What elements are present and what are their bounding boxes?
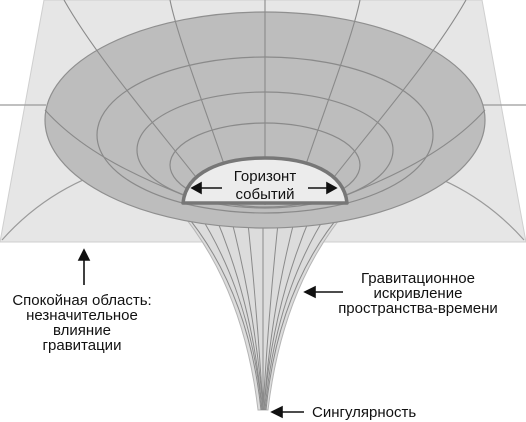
calm-region-label-line4: гравитации	[43, 337, 122, 354]
curvature-label-line2: искривление	[374, 285, 463, 302]
throat-field-lines	[181, 209, 345, 411]
singularity-arrow	[270, 405, 304, 419]
curvature-arrow	[303, 285, 343, 299]
singularity-label: Сингулярность	[312, 404, 416, 421]
horizon-label-line1: Горизонт	[234, 168, 297, 185]
horizon-width-arrows	[190, 181, 338, 195]
calm-region-label-line3: влияние	[53, 322, 111, 339]
calm-region-arrow	[77, 248, 91, 285]
calm-region-label-line1: Спокойная область:	[12, 292, 151, 309]
curvature-label-line3: пространства-времени	[338, 300, 498, 317]
calm-region-label-line2: незначительное	[26, 307, 138, 324]
event-horizon	[181, 156, 349, 205]
horizon-label-line2: событий	[235, 186, 294, 203]
curvature-label-line1: Гравитационное	[361, 270, 475, 287]
